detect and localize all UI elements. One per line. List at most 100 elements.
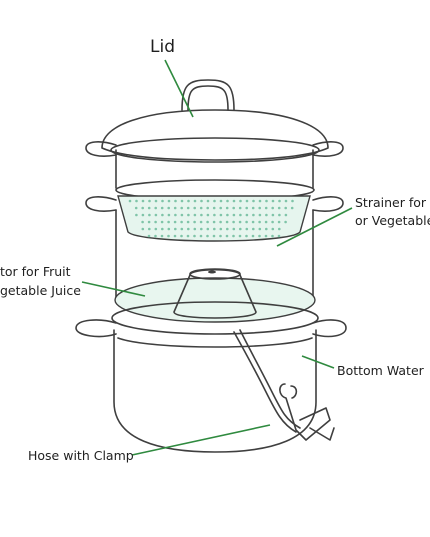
strainer-hole xyxy=(180,213,184,217)
strainer-hole xyxy=(239,227,242,231)
strainer-hole xyxy=(186,234,190,238)
strainer-hole xyxy=(174,213,177,217)
leader-lid xyxy=(164,59,194,118)
pot-rim xyxy=(111,301,319,335)
strainer-hole xyxy=(200,213,203,217)
leader-collector xyxy=(81,281,146,297)
pot-rim-lower xyxy=(117,337,313,348)
strainer-hole xyxy=(245,206,248,210)
strainer-hole xyxy=(193,234,196,238)
strainer-hole xyxy=(278,199,281,203)
strainer-hole xyxy=(225,234,229,238)
strainer-hole xyxy=(213,227,216,231)
strainer-hole xyxy=(213,213,216,217)
strainer-hole xyxy=(173,220,177,224)
strainer-hole xyxy=(161,199,164,203)
strainer-hole xyxy=(187,199,190,203)
strainer-hole xyxy=(180,234,183,238)
strainer-hole xyxy=(212,206,216,210)
strainer-hole xyxy=(141,213,145,217)
strainer-hole xyxy=(206,227,210,231)
hose-tube-inner xyxy=(239,329,301,429)
strainer-hole xyxy=(141,206,144,210)
strainer-hole xyxy=(154,213,158,217)
strainer-hole xyxy=(219,234,222,238)
strainer-hole xyxy=(251,220,255,224)
strainer-hole xyxy=(199,206,203,210)
strainer-hole xyxy=(284,213,288,217)
strainer-hole xyxy=(161,227,164,231)
label-strainer-line1: Strainer for xyxy=(355,195,427,210)
strainer xyxy=(117,195,311,242)
strainer-hole xyxy=(154,199,158,203)
strainer-hole xyxy=(264,206,268,210)
strainer-hole xyxy=(193,227,197,231)
label-strainer-line2: or Vegetable xyxy=(355,213,430,228)
strainer-hole xyxy=(232,213,236,217)
strainer-hole xyxy=(147,234,151,238)
strainer-hole xyxy=(186,220,190,224)
strainer-hole xyxy=(258,234,261,238)
strainer-hole xyxy=(290,206,294,210)
strainer-hole xyxy=(148,213,151,217)
lid-dome xyxy=(101,109,329,161)
strainer-hole xyxy=(278,213,281,217)
pot-handle-left xyxy=(75,319,117,338)
strainer-hole xyxy=(173,234,177,238)
label-hose-with-clamp: Hose with Clamp xyxy=(28,448,134,463)
upper-basket xyxy=(115,149,314,189)
pot-body xyxy=(113,329,317,453)
strainer-hole xyxy=(206,199,210,203)
strainer-hole xyxy=(278,227,281,231)
strainer-hole xyxy=(148,199,151,203)
collector-bowl xyxy=(114,277,316,323)
lid-rim xyxy=(110,137,320,163)
strainer-hole xyxy=(193,199,197,203)
middle-section-walls xyxy=(115,209,314,301)
strainer-hole xyxy=(128,199,132,203)
strainer-hole xyxy=(232,220,235,224)
strainer-hole xyxy=(167,227,171,231)
leader-hose xyxy=(131,424,271,456)
strainer-hole xyxy=(251,206,255,210)
strainer-hole xyxy=(284,199,288,203)
strainer-hole xyxy=(187,227,190,231)
strainer-hole xyxy=(239,199,242,203)
strainer-hole xyxy=(141,227,145,231)
strainer-hole xyxy=(193,220,196,224)
strainer-hole xyxy=(277,206,281,210)
strainer-hole xyxy=(180,206,183,210)
strainer-hole xyxy=(226,213,229,217)
strainer-hole xyxy=(206,213,210,217)
strainer-hole xyxy=(271,213,275,217)
strainer-hole xyxy=(284,206,288,210)
strainer-hole xyxy=(239,213,242,217)
strainer-hole xyxy=(232,234,235,238)
strainer-hole xyxy=(213,199,216,203)
strainer-hole xyxy=(238,234,242,238)
collector-cone-top xyxy=(189,268,241,280)
strainer-hole xyxy=(258,213,262,217)
label-lid: Lid xyxy=(150,37,175,57)
strainer-hole xyxy=(199,220,203,224)
strainer-hole xyxy=(232,227,236,231)
strainer-hole xyxy=(154,220,157,224)
strainer-hole xyxy=(160,234,164,238)
strainer-body xyxy=(117,195,311,242)
strainer-hole xyxy=(264,234,268,238)
collector-cone-hole xyxy=(208,270,216,274)
strainer-hole xyxy=(200,199,203,203)
label-bottom-water: Bottom Water xyxy=(337,363,425,378)
strainer-hole xyxy=(141,199,145,203)
leader-bottom-water xyxy=(301,355,335,369)
strainer-hole xyxy=(148,227,151,231)
strainer-hole xyxy=(141,220,144,224)
strainer-hole xyxy=(174,227,177,231)
hose-tube xyxy=(233,331,297,433)
strainer-hole xyxy=(174,199,177,203)
strainer-hole xyxy=(134,206,138,210)
strainer-hole xyxy=(291,199,294,203)
strainer-hole xyxy=(251,234,255,238)
strainer-hole xyxy=(147,220,151,224)
strainer-hole xyxy=(271,220,274,224)
